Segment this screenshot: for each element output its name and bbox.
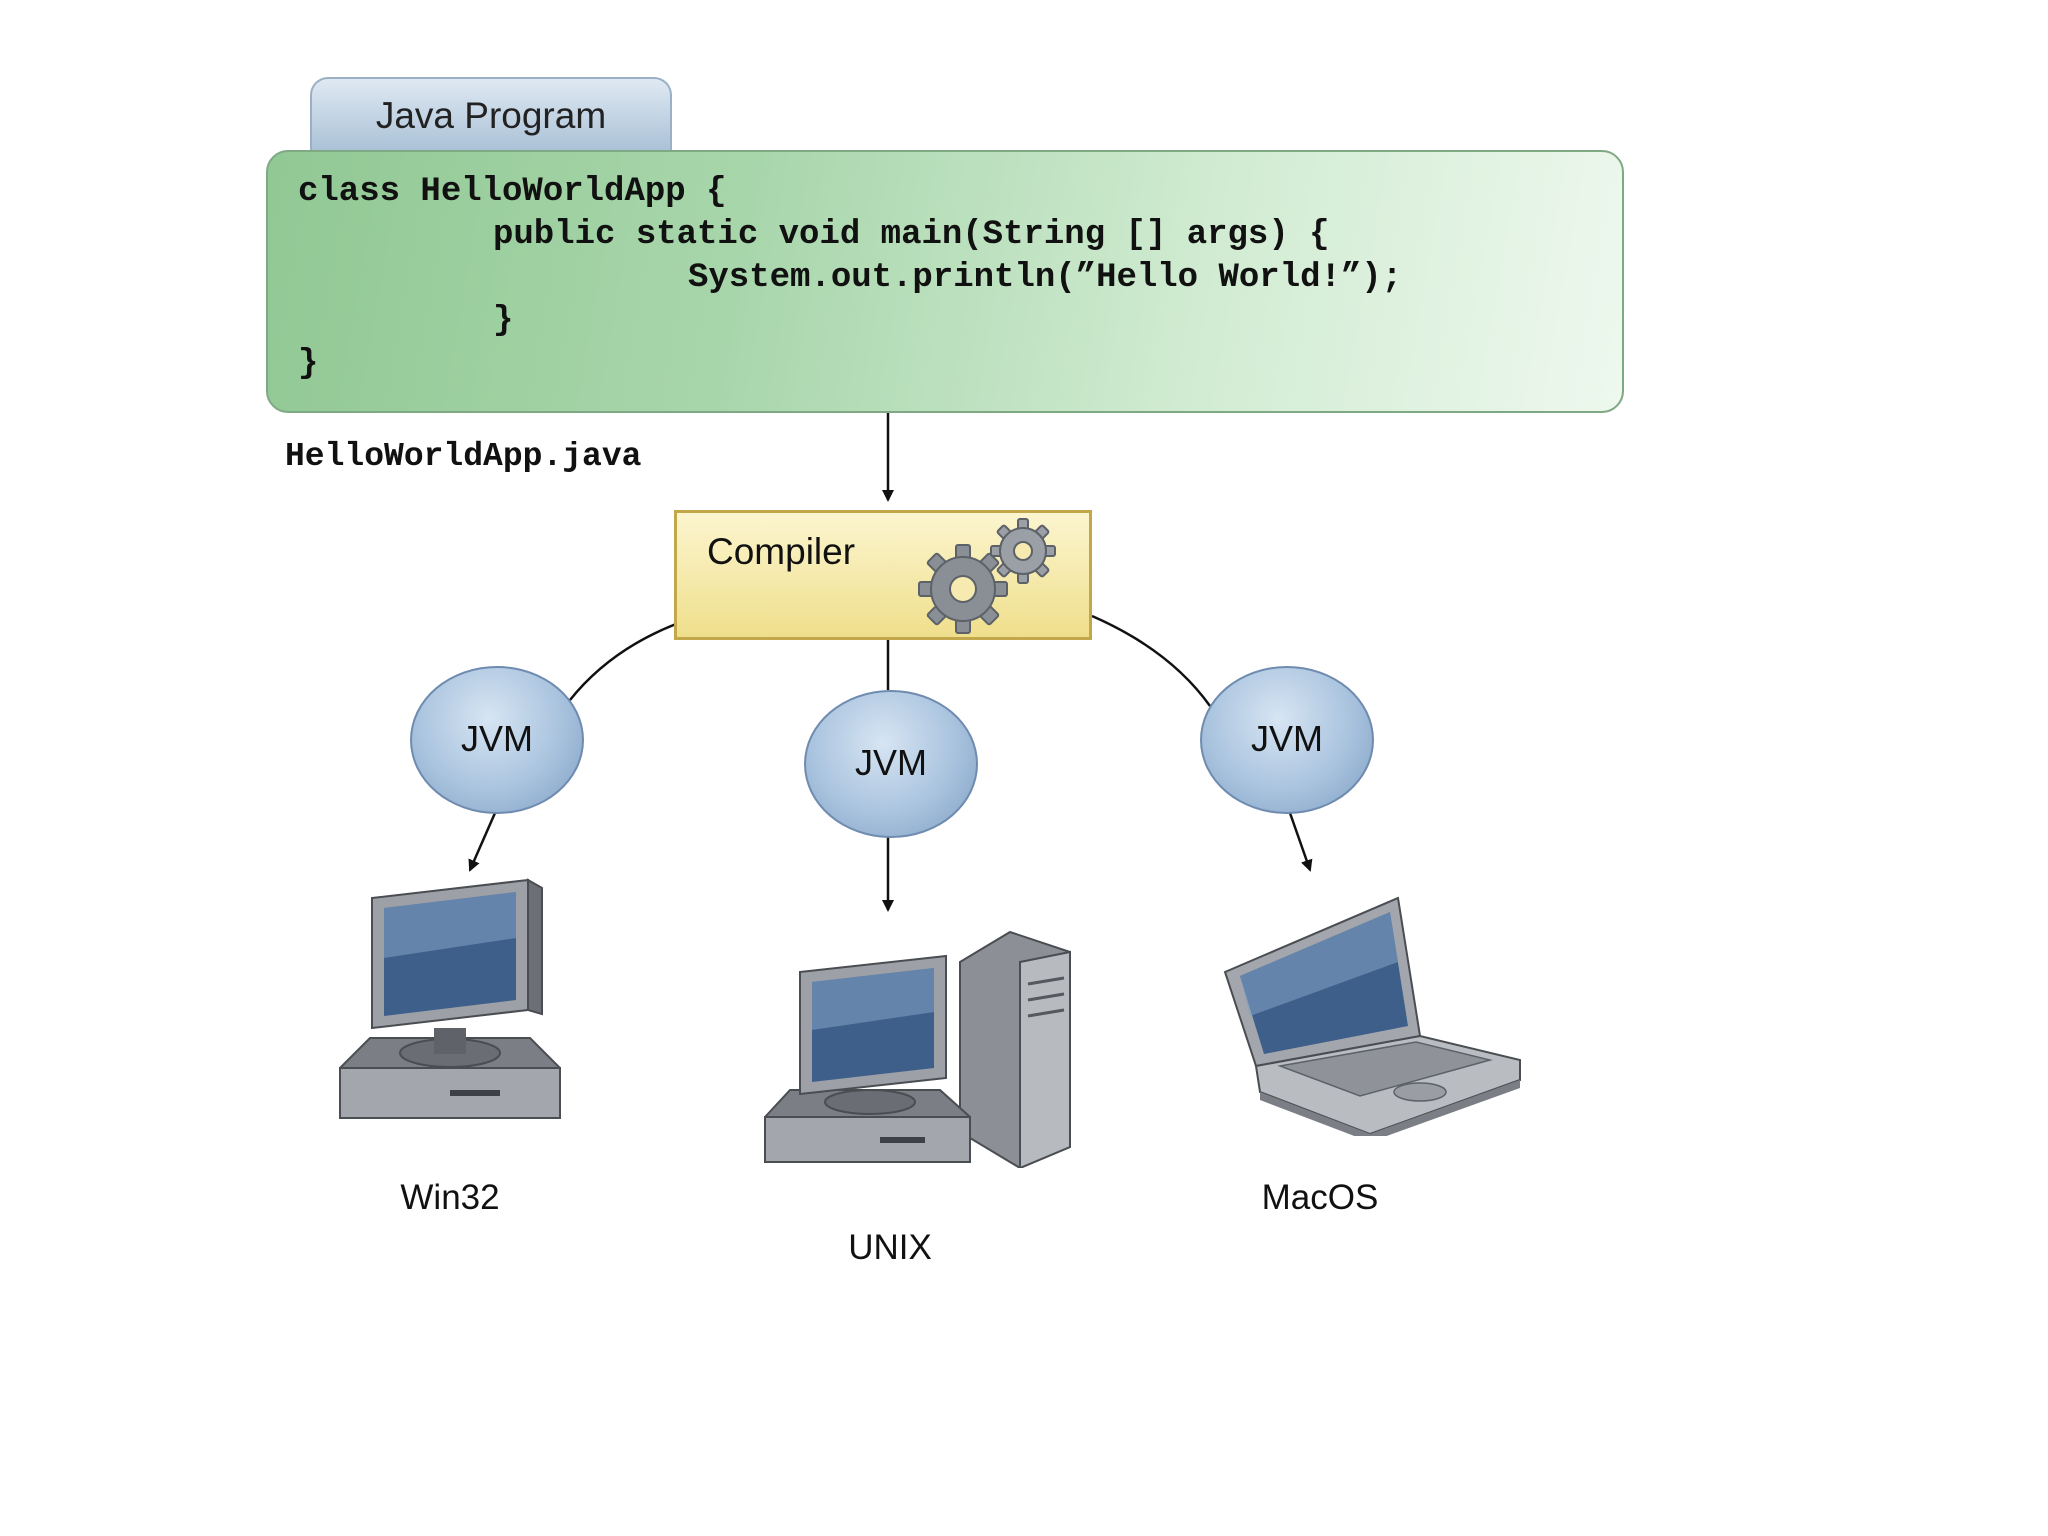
java-program-tab-label: Java Program	[375, 95, 607, 136]
java-program-tab: Java Program	[310, 77, 672, 153]
desktop-computer-icon	[339, 878, 561, 1119]
source-filename: HelloWorldApp.java	[285, 438, 642, 475]
code-line: }	[493, 302, 514, 340]
compiler-to-jvm-left-line	[569, 622, 677, 701]
compiler-to-jvm-right-line	[1091, 614, 1212, 707]
code-line: System.out.println(”Hello World!”);	[688, 259, 1403, 297]
compiler-box: Compiler	[674, 510, 1092, 640]
source-code-box: class HelloWorldApp { public static void…	[266, 150, 1624, 413]
jvm-label: JVM	[461, 718, 533, 759]
platform-label-win32: Win32	[400, 1178, 500, 1217]
workstation-tower-icon	[764, 930, 1071, 1168]
code-line: class HelloWorldApp {	[298, 173, 727, 211]
code-line: }	[298, 345, 319, 383]
jvm-node-macos: JVM	[1200, 666, 1374, 814]
jvm-label: JVM	[1251, 718, 1323, 759]
gears-icon	[918, 518, 1056, 634]
jvm-right-to-macos-arrow	[1288, 812, 1313, 872]
jvm-node-win32: JVM	[410, 666, 584, 814]
jvm-label: JVM	[855, 742, 927, 783]
platform-label-macos: MacOS	[1261, 1178, 1379, 1217]
laptop-icon	[1223, 896, 1521, 1136]
compiler-label: Compiler	[707, 531, 856, 572]
platform-label-unix: UNIX	[848, 1228, 932, 1267]
code-line: public static void main(String [] args) …	[493, 216, 1330, 254]
jvm-node-unix: JVM	[804, 690, 978, 838]
jvm-left-to-win32-arrow	[468, 812, 497, 872]
